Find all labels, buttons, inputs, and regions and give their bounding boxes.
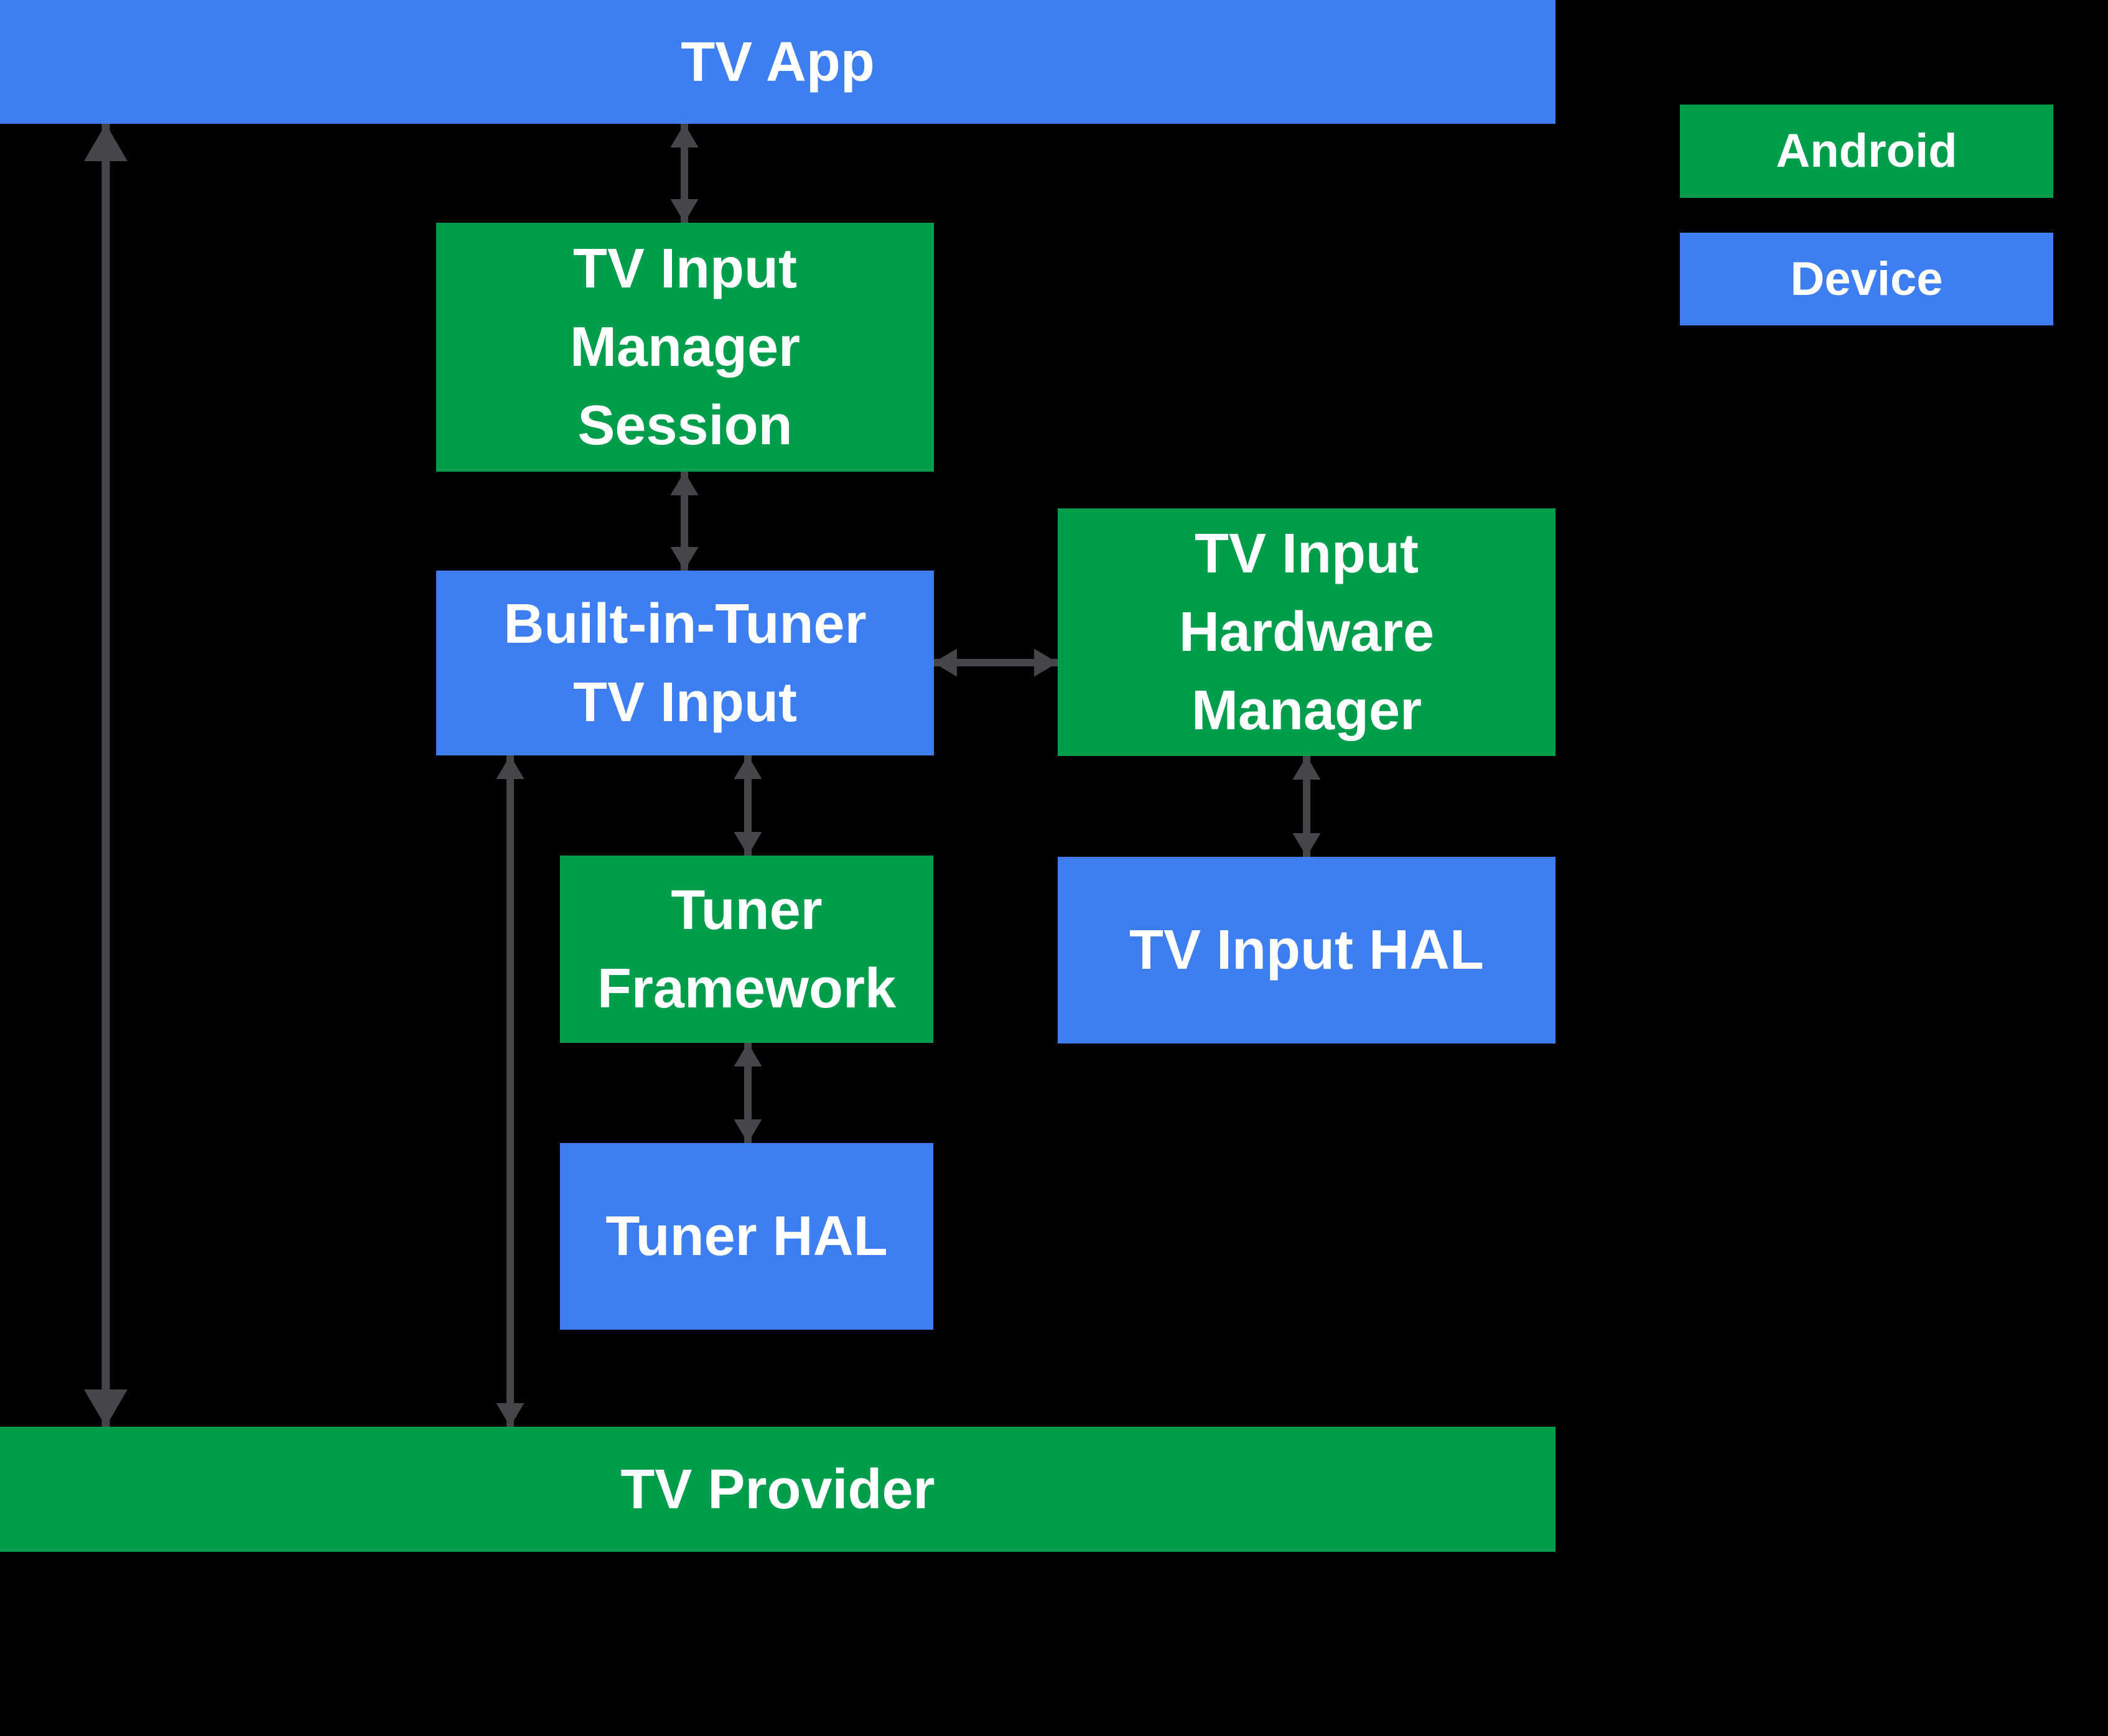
node-tv-input-hal: TV Input HAL [1058, 857, 1555, 1043]
node-tv-app: TV App [0, 0, 1555, 124]
node-tuner-hal-label: Tuner HAL [605, 1205, 888, 1267]
node-tv-input-manager-session: TV Input Manager Session [436, 223, 934, 472]
legend-device-swatch: Device [1680, 233, 2053, 325]
node-tuner-framework-label: Tuner Framework [597, 879, 897, 1020]
legend-android-swatch: Android [1680, 105, 2053, 198]
node-tv-input-hardware-manager: TV Input Hardware Manager [1058, 508, 1555, 756]
node-tv-provider-label: TV Provider [620, 1458, 935, 1521]
node-built-in-tuner-tv-input-label: Built-in-Tuner TV Input [503, 592, 867, 734]
node-tv-provider: TV Provider [0, 1427, 1555, 1552]
node-tv-input-manager-session-label: TV Input Manager Session [569, 238, 801, 457]
legend-device-label: Device [1790, 252, 1943, 306]
node-tv-app-label: TV App [681, 30, 875, 93]
node-tuner-framework: Tuner Framework [560, 856, 933, 1043]
node-tv-input-hal-label: TV Input HAL [1129, 919, 1484, 981]
legend-android-label: Android [1776, 124, 1957, 177]
node-built-in-tuner-tv-input: Built-in-Tuner TV Input [436, 571, 934, 755]
node-tv-input-hardware-manager-label: TV Input Hardware Manager [1178, 523, 1435, 742]
node-tuner-hal: Tuner HAL [560, 1143, 933, 1330]
